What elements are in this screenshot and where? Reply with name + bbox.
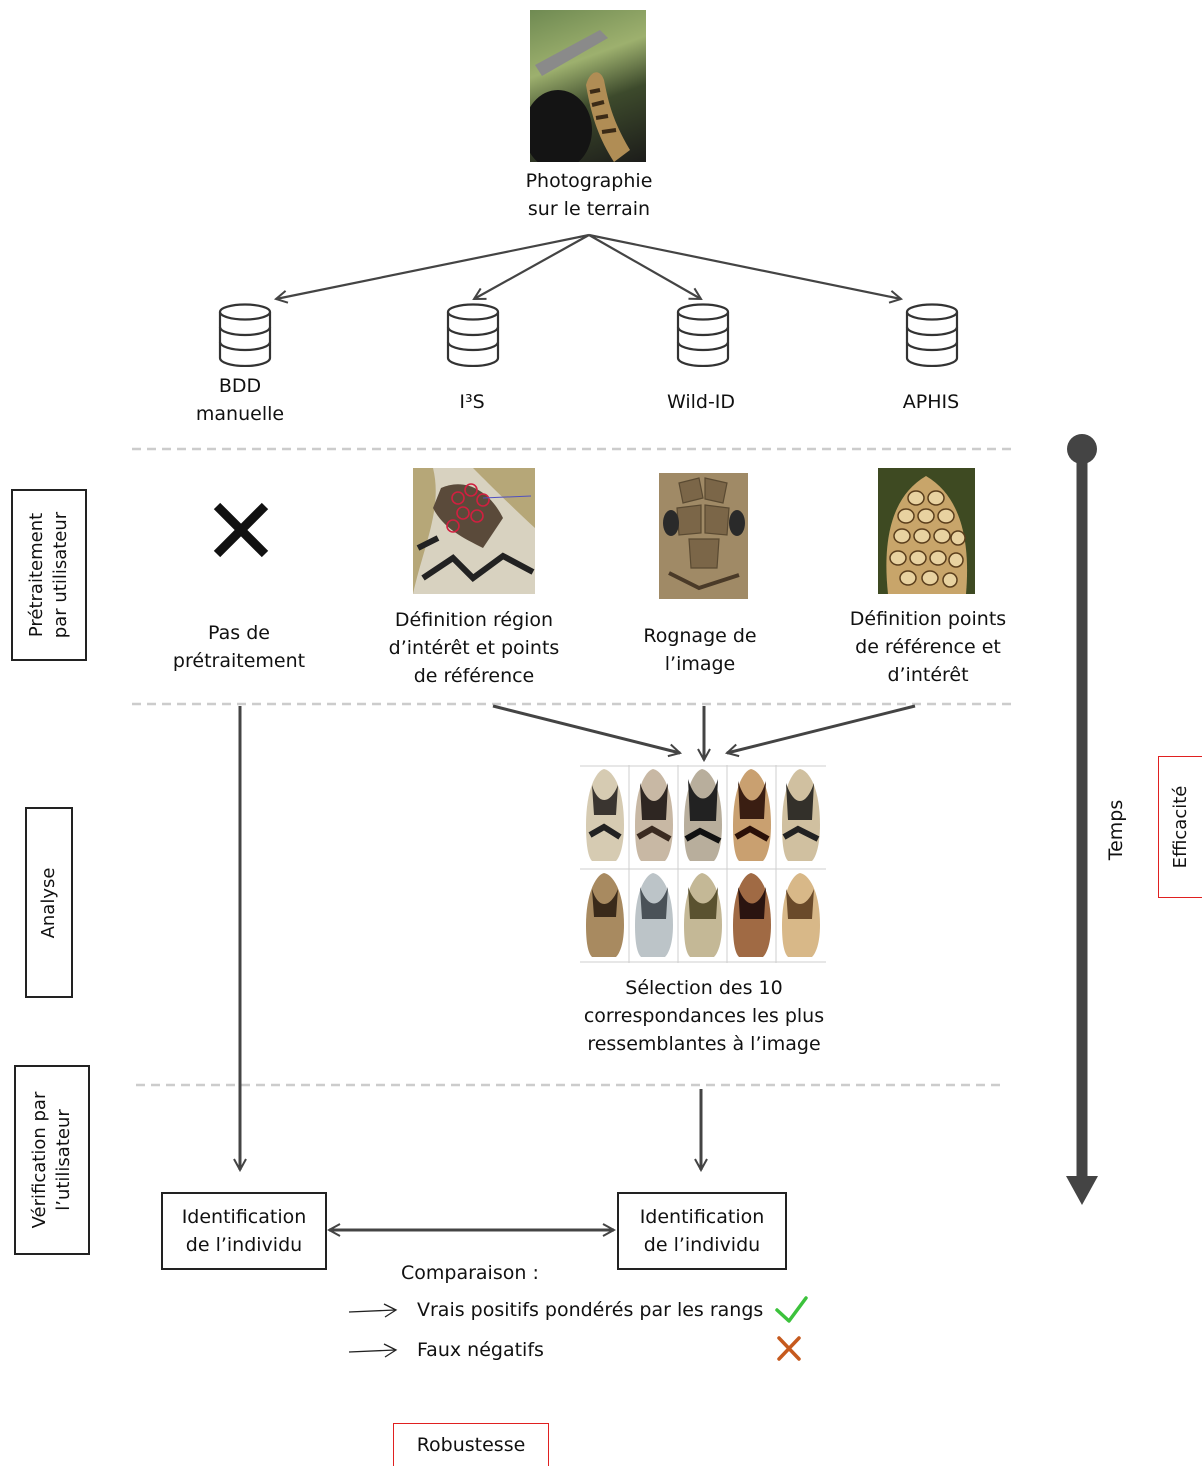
arrow-i3s-to-analysis	[492, 704, 680, 753]
database-icon	[905, 303, 959, 371]
aphis-preprocessing-image	[878, 468, 975, 594]
photo-caption: Photographie sur le terrain	[525, 170, 653, 220]
legend-arrow-1	[348, 1309, 396, 1313]
efficiency-box: Efficacité	[1158, 756, 1202, 898]
orange-cross-icon	[777, 1336, 801, 1361]
stage-analyse-box: Analyse	[25, 807, 73, 998]
stage-verification-box: Vérification par l’utilisateur	[14, 1065, 90, 1255]
arrow-to-wildid	[588, 234, 701, 299]
comparison-title: Comparaison :	[401, 1262, 539, 1284]
stage-verification-label: Vérification par l’utilisateur	[29, 1091, 74, 1229]
robustness-label: Robustesse	[416, 1434, 526, 1456]
comparison-false-negatives: Faux négatifs	[417, 1339, 544, 1361]
arrow-aphis-to-analysis	[727, 704, 916, 753]
database-icon	[218, 303, 272, 371]
time-label: Temps	[1105, 799, 1127, 861]
wildid-cropped-image	[659, 473, 748, 599]
comparison-true-positives: Vrais positifs pondérés par les rangs	[417, 1299, 764, 1321]
legend-arrow-2	[348, 1349, 396, 1353]
arrow-to-i3s	[474, 234, 590, 299]
efficiency-label: Efficacité	[1170, 785, 1191, 869]
stage-analyse-label: Analyse	[38, 867, 59, 938]
arrow-to-aphis	[588, 233, 901, 299]
stage-pretraitement-label: Prétraitement par utilisateur	[26, 511, 71, 639]
robustness-box: Robustesse	[393, 1423, 549, 1466]
matches-grid-image	[580, 765, 826, 963]
stage-pretraitement-box: Prétraitement par utilisateur	[11, 489, 87, 661]
snake-field-photo	[530, 10, 646, 162]
time-label-wrap: Temps	[1098, 799, 1134, 861]
tool-label-aphis: APHIS	[902, 391, 960, 413]
database-icon	[676, 303, 730, 371]
no-preprocessing-cross-icon	[213, 502, 269, 558]
database-icon	[446, 303, 500, 371]
tool-label-i3s: I³S	[459, 391, 485, 413]
time-arrow	[1066, 434, 1098, 1205]
i3s-preprocessing-image	[413, 468, 535, 594]
check-icon	[775, 1296, 808, 1323]
arrow-to-bdd	[276, 233, 590, 299]
tool-label-wildid: Wild-ID	[666, 391, 736, 413]
